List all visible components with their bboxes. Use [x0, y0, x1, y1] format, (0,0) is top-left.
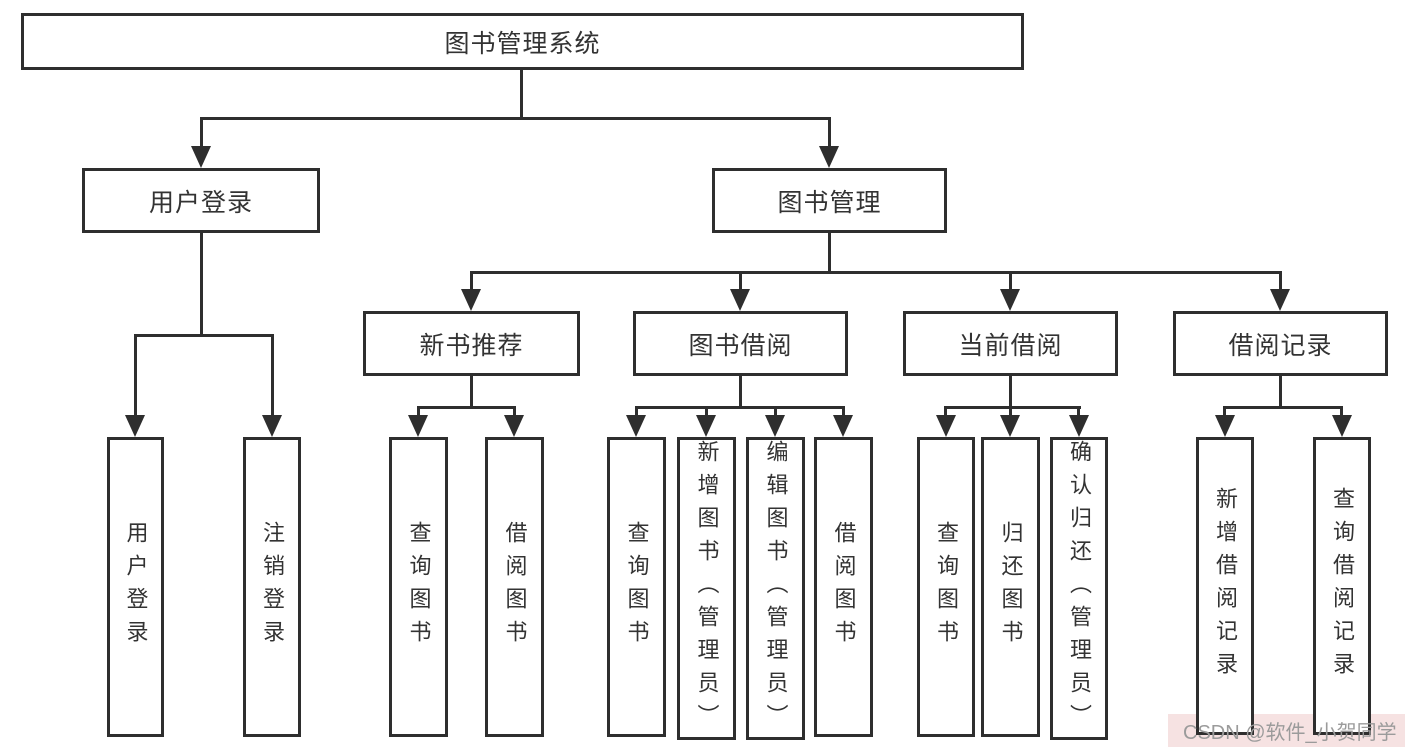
node-label: 借阅图书 — [502, 521, 528, 653]
leaf-return-books: 归还图书 — [981, 437, 1040, 737]
connector-stub — [1009, 406, 1012, 417]
leaf-query-books-recommend: 查询图书 — [389, 437, 448, 737]
arrowhead-down-icon — [1069, 415, 1089, 437]
arrowhead-down-icon — [504, 415, 524, 437]
connector-bookmgmt-vertical — [828, 233, 831, 274]
node-borrowing-records: 借阅记录 — [1173, 311, 1388, 376]
arrowhead-down-icon — [1000, 415, 1020, 437]
node-label: 新增图书（管理员） — [694, 440, 720, 737]
connector-stub — [774, 406, 777, 417]
node-library-management-system: 图书管理系统 — [21, 13, 1024, 70]
node-label: 用户登录 — [123, 521, 149, 653]
leaf-add-book-admin: 新增图书（管理员） — [677, 437, 736, 740]
node-label: 查询图书 — [934, 521, 959, 653]
connector-stub — [842, 406, 845, 417]
arrowhead-down-icon — [461, 289, 481, 311]
node-label: 查询图书 — [624, 521, 650, 653]
connector-stub-newbook — [470, 271, 473, 291]
leaf-confirm-return-admin: 确认归还（管理员） — [1050, 437, 1108, 740]
node-label: 用户登录 — [148, 188, 253, 217]
arrowhead-down-icon — [626, 415, 646, 437]
csdn-watermark: CSDN @软件_小贺同学 — [1183, 722, 1397, 744]
arrowhead-down-icon — [191, 146, 211, 168]
connector-root-horizontal — [200, 117, 831, 120]
connector-stub-login — [134, 334, 137, 417]
connector-stub-bookborrow — [739, 271, 742, 291]
node-label: 借阅记录 — [1228, 331, 1333, 360]
connector-newbook-horizontal — [417, 406, 516, 409]
arrowhead-down-icon — [765, 415, 785, 437]
arrowhead-down-icon — [1270, 289, 1290, 311]
leaf-user-login: 用户登录 — [107, 437, 164, 737]
node-label: 当前借阅 — [958, 331, 1063, 360]
connector-currentborrow-vertical2 — [1009, 376, 1012, 409]
leaf-logout: 注销登录 — [243, 437, 301, 737]
node-label: 借阅图书 — [831, 521, 857, 653]
node-label: 图书管理 — [777, 188, 882, 217]
connector-stub — [1223, 406, 1226, 417]
leaf-borrow-books-borrowing: 借阅图书 — [814, 437, 873, 737]
node-label: 注销登录 — [260, 521, 285, 653]
arrowhead-down-icon — [408, 415, 428, 437]
leaf-edit-book-admin: 编辑图书（管理员） — [746, 437, 805, 740]
connector-stub — [1077, 406, 1080, 417]
node-user-login: 用户登录 — [82, 168, 320, 233]
connector-root-vertical — [520, 70, 523, 120]
connector-borrowrecords-horizontal — [1223, 406, 1343, 409]
leaf-query-borrow-record: 查询借阅记录 — [1313, 437, 1371, 735]
connector-bookmgmt-horizontal — [470, 271, 1282, 274]
connector-stub — [944, 406, 947, 417]
node-book-management: 图书管理 — [712, 168, 947, 233]
arrowhead-down-icon — [1332, 415, 1352, 437]
connector-stub — [513, 406, 516, 417]
arrowhead-down-icon — [833, 415, 853, 437]
node-label: 查询借阅记录 — [1330, 487, 1355, 685]
connector-stub-user-login — [200, 117, 203, 148]
arrowhead-down-icon — [730, 289, 750, 311]
leaf-add-borrow-record: 新增借阅记录 — [1196, 437, 1254, 735]
connector-stub-borrowrecords — [1279, 271, 1282, 291]
connector-bookborrow-horizontal — [635, 406, 845, 409]
node-label: 图书管理系统 — [444, 29, 601, 58]
leaf-borrow-books-recommend: 借阅图书 — [485, 437, 544, 737]
arrowhead-down-icon — [936, 415, 956, 437]
node-book-borrowing: 图书借阅 — [633, 311, 848, 376]
node-label: 新书推荐 — [419, 331, 524, 360]
arrowhead-down-icon — [1215, 415, 1235, 437]
arrowhead-down-icon — [262, 415, 282, 437]
node-label: 归还图书 — [998, 521, 1024, 653]
leaf-query-books-current: 查询图书 — [917, 437, 975, 737]
node-label: 图书借阅 — [688, 331, 793, 360]
connector-newbook-vertical — [470, 376, 473, 409]
node-label: 查询图书 — [406, 521, 432, 653]
node-label: 编辑图书（管理员） — [763, 440, 789, 737]
connector-stub-logout — [271, 334, 274, 417]
connector-borrowrecords-vertical2 — [1279, 376, 1282, 409]
node-label: 新增借阅记录 — [1213, 487, 1238, 685]
arrowhead-down-icon — [819, 146, 839, 168]
connector-stub — [705, 406, 708, 417]
connector-bookborrow-vertical2 — [739, 376, 742, 409]
connector-stub-currentborrow — [1009, 271, 1012, 291]
connector-stub — [635, 406, 638, 417]
leaf-query-books-borrowing: 查询图书 — [607, 437, 666, 737]
node-label: 确认归还（管理员） — [1067, 440, 1092, 737]
connector-userlogin-horizontal — [134, 334, 274, 337]
node-new-book-recommend: 新书推荐 — [363, 311, 580, 376]
connector-stub — [417, 406, 420, 417]
connector-userlogin-vertical — [200, 233, 203, 337]
node-current-borrowing: 当前借阅 — [903, 311, 1118, 376]
connector-currentborrow-horizontal — [944, 406, 1081, 409]
arrowhead-down-icon — [696, 415, 716, 437]
arrowhead-down-icon — [125, 415, 145, 437]
connector-stub-book-management — [828, 117, 831, 148]
arrowhead-down-icon — [1000, 289, 1020, 311]
connector-stub — [1340, 406, 1343, 417]
